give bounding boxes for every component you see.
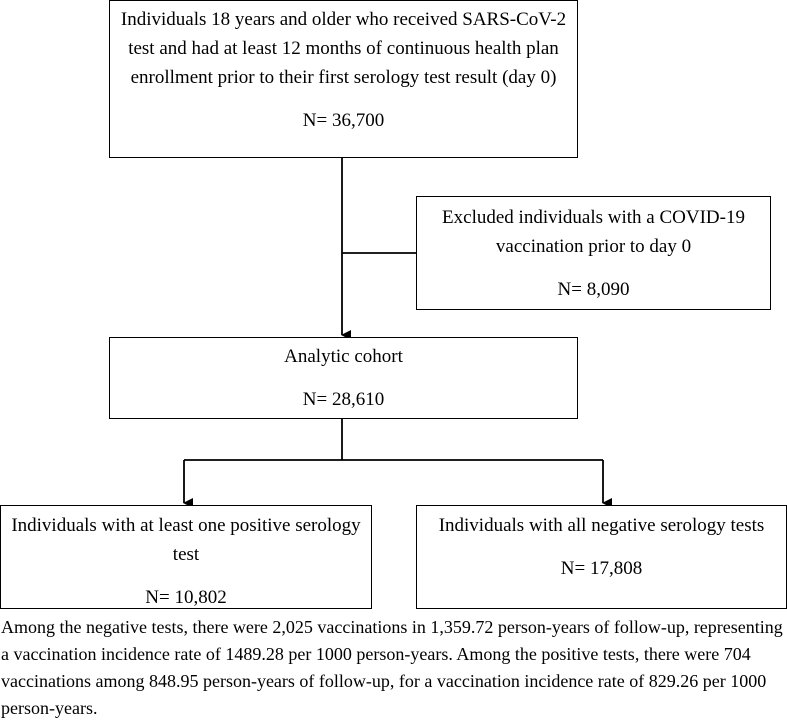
excluded-vaccinated-count: N= 8,090: [557, 279, 630, 300]
positive-serology-box: Individuals with at least one positive s…: [0, 505, 372, 609]
analytic-cohort-text: Analytic cohort: [284, 346, 403, 367]
eligible-population-text: Individuals 18 years and older who recei…: [120, 9, 567, 88]
eligible-population-box: Individuals 18 years and older who recei…: [109, 0, 578, 158]
excluded-vaccinated-text: Excluded individuals with a COVID-19 vac…: [442, 207, 745, 257]
negative-serology-box: Individuals with all negative serology t…: [416, 505, 787, 609]
positive-serology-text: Individuals with at least one positive s…: [11, 515, 361, 565]
analytic-cohort-box: Analytic cohort N= 28,610: [109, 337, 578, 419]
analytic-cohort-count: N= 28,610: [302, 389, 385, 410]
eligible-population-count: N= 36,700: [302, 110, 385, 131]
excluded-vaccinated-box: Excluded individuals with a COVID-19 vac…: [416, 196, 771, 310]
negative-serology-text: Individuals with all negative serology t…: [438, 515, 765, 536]
incidence-footnote: Among the negative tests, there were 2,0…: [1, 617, 783, 718]
positive-serology-count: N= 10,802: [145, 587, 227, 608]
negative-serology-count: N= 17,808: [560, 558, 643, 579]
